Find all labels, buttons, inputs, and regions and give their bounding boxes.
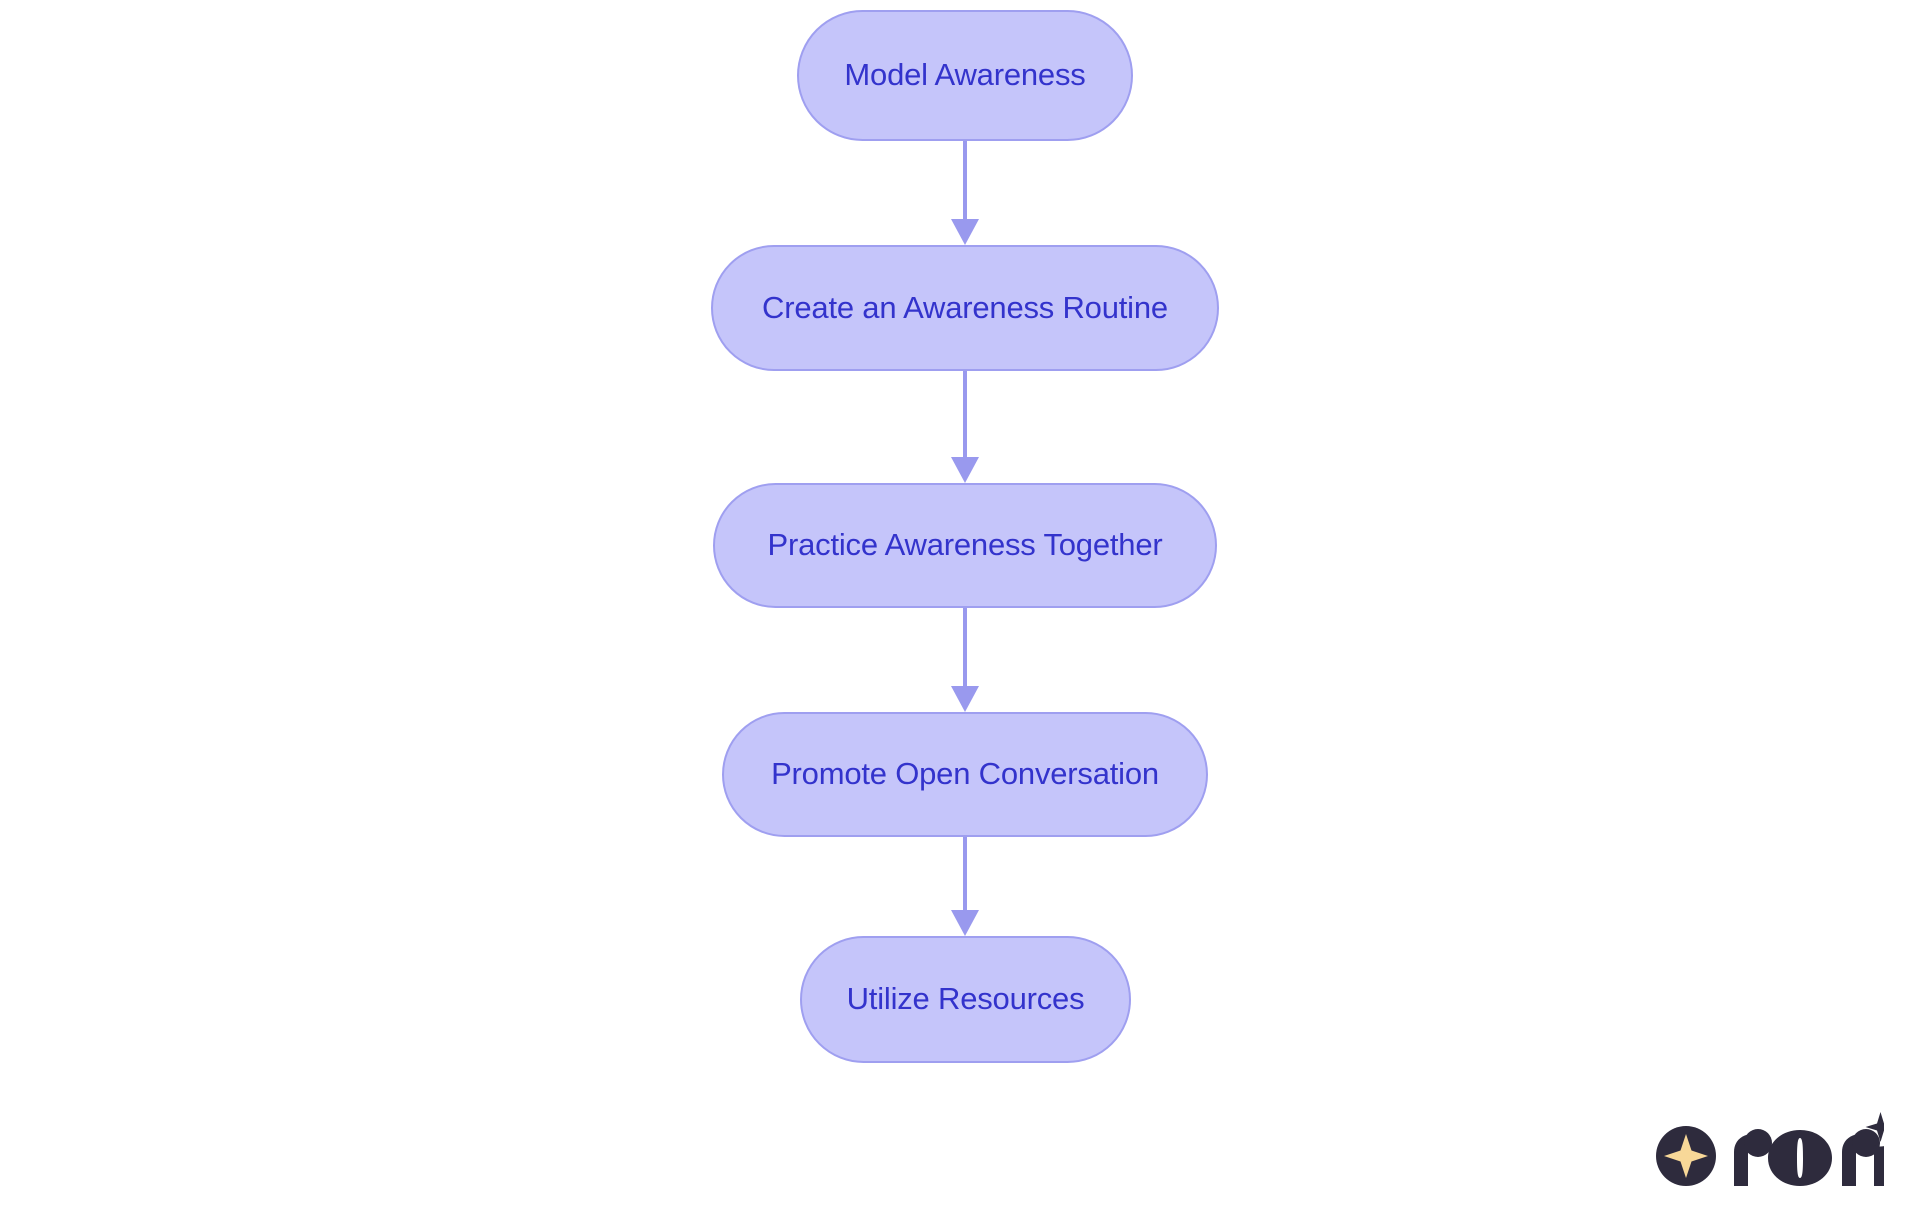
logo-letter-i [1874,1145,1884,1186]
edge-line [963,371,967,457]
flowchart-edge-n3-n4 [945,608,985,712]
rori-logo-svg [1656,1112,1884,1186]
edge-line [963,608,967,686]
logo-letter-o [1768,1130,1832,1186]
logo-sparkle-icon [1664,1134,1708,1178]
flowchart-edge-n1-n2 [945,141,985,245]
flowchart-node-practice-awareness-together[interactable]: Practice Awareness Together [713,483,1217,608]
flowchart-node-label: Practice Awareness Together [767,527,1163,563]
arrowhead-down-icon [951,457,979,483]
arrowhead-down-icon [951,219,979,245]
flowchart-node-label: Promote Open Conversation [771,756,1159,792]
flowchart-node-label: Model Awareness [844,57,1086,93]
flowchart-node-label: Create an Awareness Routine [762,289,1168,325]
logo-letter-r-1-dot [1744,1129,1772,1157]
edge-line [963,141,967,219]
flowchart-edge-n4-n5 [945,837,985,936]
flowchart-node-create-an-awareness-routine[interactable]: Create an Awareness Routine [711,245,1219,371]
flowchart-edge-n2-n3 [945,371,985,483]
arrowhead-down-icon [951,910,979,936]
flowchart-node-utilize-resources[interactable]: Utilize Resources [800,936,1131,1063]
flowchart-node-promote-open-conversation[interactable]: Promote Open Conversation [722,712,1208,837]
edge-line [963,837,967,910]
flowchart-node-label: Utilize Resources [846,981,1085,1017]
logo-letter-r-2-dot [1852,1129,1880,1157]
arrowhead-down-icon [951,686,979,712]
flowchart-node-model-awareness[interactable]: Model Awareness [797,10,1133,141]
rori-logo[interactable] [1652,1112,1884,1192]
logo-letter-i-sparkle-icon [1865,1112,1884,1142]
